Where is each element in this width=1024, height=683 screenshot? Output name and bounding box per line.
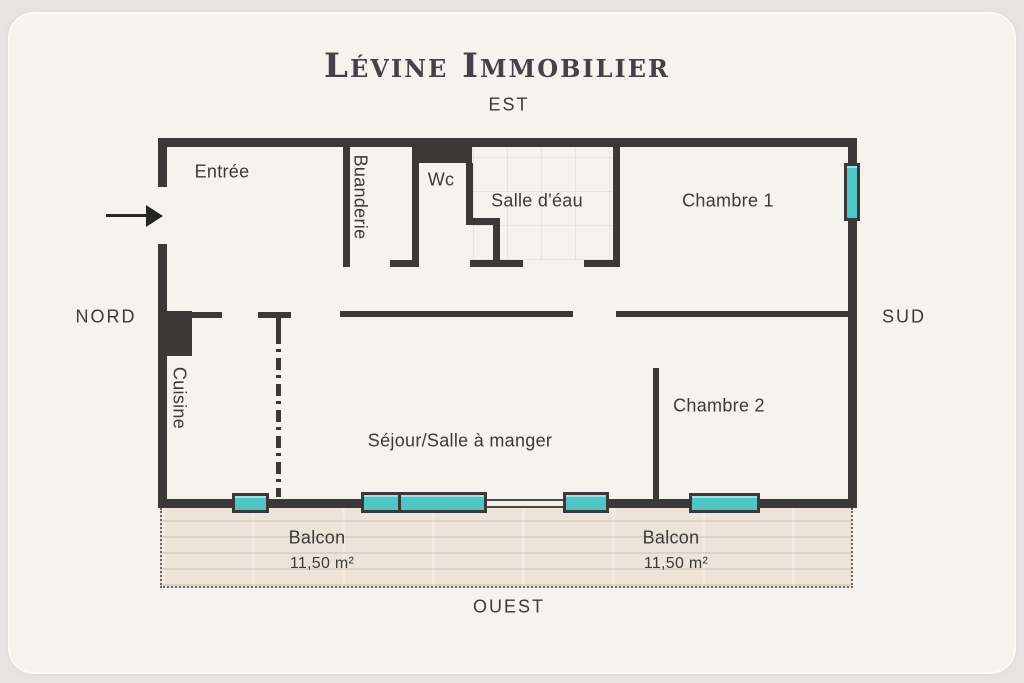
room-label-balcon-right: Balcon (642, 527, 700, 548)
wall-left-lower (158, 244, 167, 508)
wall-wc-right-foot (470, 260, 523, 267)
window-balcony-3 (398, 492, 487, 513)
kitchen-counter-block (158, 311, 192, 356)
entrance-arrow-icon (106, 214, 148, 217)
wall-wc-left-foot (390, 260, 419, 267)
room-label-balcon-left: Balcon (288, 527, 346, 548)
compass-north: NORD (75, 306, 137, 327)
window-balcony-4 (563, 492, 609, 513)
wall-top (160, 138, 857, 147)
wall-salledeau-right (613, 147, 620, 267)
partition-solid-start (276, 317, 281, 333)
partition-dashed-line (276, 332, 281, 497)
wall-middle-kitchen (167, 312, 222, 318)
room-label-sejour: Séjour/Salle à manger (367, 430, 553, 451)
wall-middle-stub (258, 312, 291, 318)
wall-right (848, 138, 857, 508)
room-label-salledeau: Salle d'éau (491, 190, 583, 211)
wall-wc-right-lower (493, 218, 500, 267)
wall-middle-center (340, 311, 573, 317)
balcon-right-area: 11,50 m² (643, 555, 709, 572)
compass-west: OUEST (472, 596, 546, 617)
wall-left-upper (158, 138, 167, 187)
wall-salledeau-right-foot (584, 260, 620, 267)
agency-title: Lévine Immobilier (324, 46, 670, 86)
window-balcony-1 (232, 493, 269, 513)
room-label-cuisine: Cuisine (169, 366, 190, 430)
compass-east: EST (488, 94, 530, 115)
wc-duct-block (418, 144, 472, 163)
sliding-glass-door (487, 499, 565, 508)
balcon-left-area: 11,50 m² (289, 555, 355, 572)
window-balcony-5 (689, 493, 760, 513)
balcony-floor (160, 508, 853, 588)
wall-wc-right-upper (466, 163, 473, 223)
wall-buanderie (343, 147, 350, 267)
wall-chambre2 (653, 368, 659, 500)
wall-wc-step (466, 218, 500, 225)
wall-wc-left (412, 147, 419, 260)
room-label-buanderie: Buanderie (350, 154, 371, 240)
room-label-chambre1: Chambre 1 (682, 190, 774, 211)
window-balcony-2 (361, 492, 401, 513)
wall-middle-right (616, 311, 848, 317)
compass-south: SUD (881, 306, 927, 327)
entrance-arrow-head-icon (146, 205, 163, 227)
room-label-wc: Wc (427, 169, 455, 190)
room-label-chambre2: Chambre 2 (673, 395, 765, 416)
room-label-entree: Entrée (194, 161, 250, 182)
window-chambre1 (844, 163, 860, 221)
